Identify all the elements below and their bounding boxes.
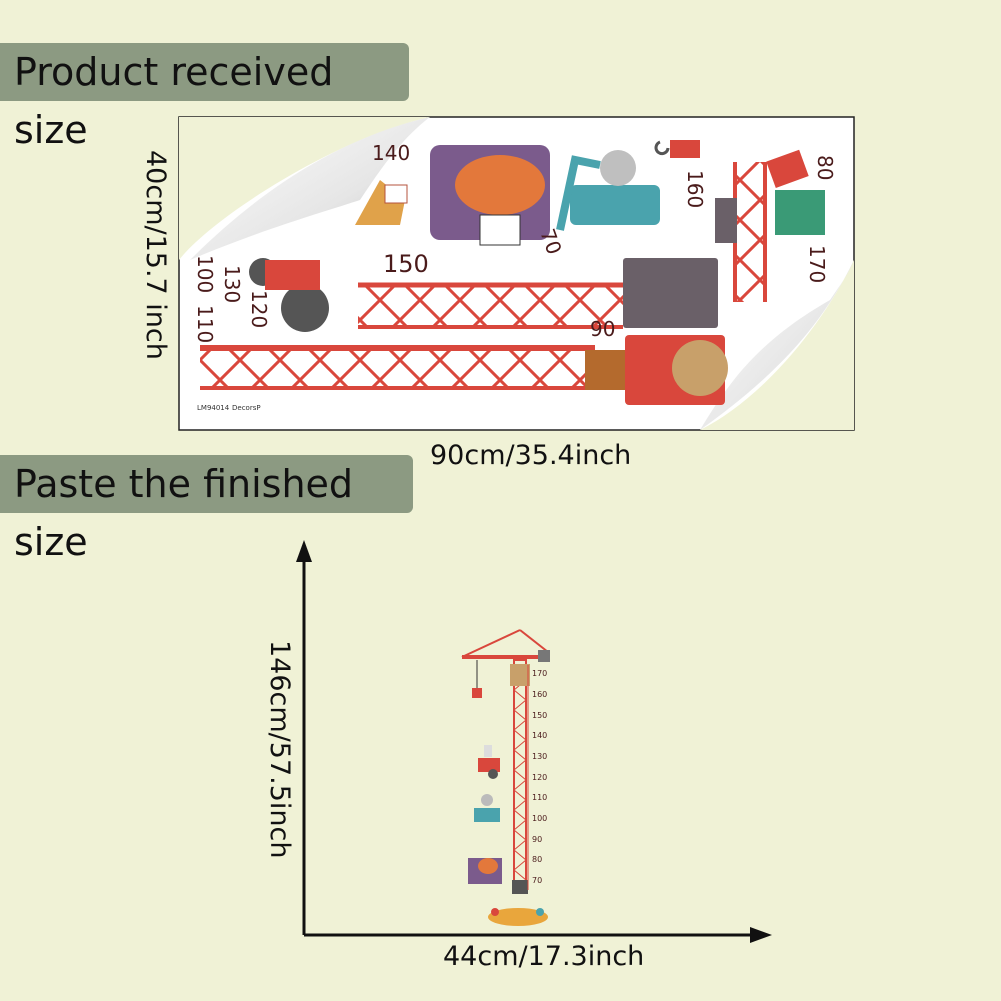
finished-height: 146cm/57.5inch	[264, 640, 295, 859]
page-curl-top	[190, 117, 430, 260]
sheet-number: 150	[383, 250, 429, 278]
sheet-number: 160	[683, 170, 707, 208]
ruler-mark: 120	[532, 773, 547, 782]
sheet-number: 120	[247, 290, 271, 328]
ground-mound	[488, 908, 548, 926]
sheet-brand: DecorsP	[232, 404, 261, 412]
sheet-numbers: 150 160 170 80 70 90 130 120 110 100 140	[193, 141, 837, 343]
crane-mast-piece	[733, 162, 767, 302]
ruler-mark: 100	[532, 814, 547, 823]
ruler-mark: 90	[532, 835, 542, 844]
mini-mixer-icon	[468, 858, 502, 884]
sheet-number: 140	[372, 141, 410, 165]
excavator-icon	[556, 150, 660, 231]
crane-boom-lower	[200, 335, 728, 405]
ruler-mark: 70	[532, 876, 542, 885]
house-hill-icon	[355, 180, 408, 225]
finished-width: 44cm/17.3inch	[443, 941, 645, 972]
tractor-icon	[249, 258, 329, 332]
sheet-number: 90	[590, 317, 615, 341]
mixer-truck-icon	[430, 145, 550, 246]
ruler-mark: 80	[532, 855, 542, 864]
ruler-mark: 110	[532, 793, 547, 802]
sticker-sheet: 150 160 170 80 70 90 130 120 110 100 140…	[178, 116, 855, 431]
sheet-number: 80	[813, 155, 837, 180]
sheet-number: 100	[193, 255, 217, 293]
ruler-mark: 140	[532, 731, 547, 740]
received-size-label: Product received size	[0, 43, 409, 152]
sheet-number: 110	[193, 305, 217, 343]
mini-excavator-icon	[474, 794, 500, 822]
lion-icon	[672, 340, 728, 396]
finished-size-label: Paste the finished size	[0, 455, 413, 564]
ruler-marks: 170 160 150 140 130 120 110 100 90 80 70	[532, 669, 547, 885]
arrow-right-icon	[750, 927, 772, 943]
sheet-number: 170	[805, 245, 829, 283]
ruler-mark: 150	[532, 711, 547, 720]
sheet-code: LM94014	[197, 404, 230, 412]
arrow-up-icon	[296, 540, 312, 562]
received-height: 40cm/15.7 inch	[140, 150, 171, 360]
flag-sign-icon	[766, 149, 825, 235]
page-curl-bottom	[700, 260, 854, 430]
size-axes	[296, 540, 772, 943]
ruler-mark: 160	[532, 690, 547, 699]
crane-boom-upper	[358, 258, 718, 329]
mini-tractor-icon	[478, 745, 500, 779]
ruler-mark: 130	[532, 752, 547, 761]
lion-cab-icon	[510, 664, 530, 686]
ruler-mark: 170	[532, 669, 547, 678]
sheet-number: 130	[220, 265, 244, 303]
hook-icon	[654, 140, 737, 243]
counterweight	[623, 258, 718, 328]
received-width: 90cm/35.4inch	[430, 440, 632, 471]
assembled-crane	[461, 629, 550, 926]
